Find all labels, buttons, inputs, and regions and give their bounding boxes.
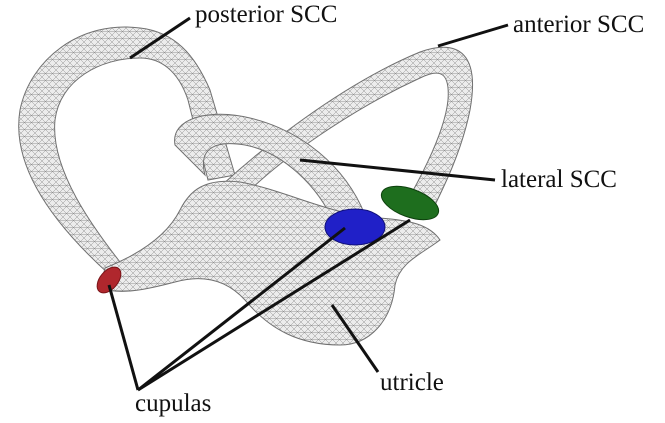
anterior-leader-line [438, 25, 508, 46]
lateral-scc-label: lateral SCC [501, 167, 617, 192]
cupula-leader-line-posterior [109, 285, 138, 390]
utricle-label: utricle [380, 370, 444, 395]
anterior-scc-label: anterior SCC [513, 12, 644, 37]
posterior-scc-label: posterior SCC [195, 2, 337, 27]
cupulas-label: cupulas [135, 391, 211, 416]
